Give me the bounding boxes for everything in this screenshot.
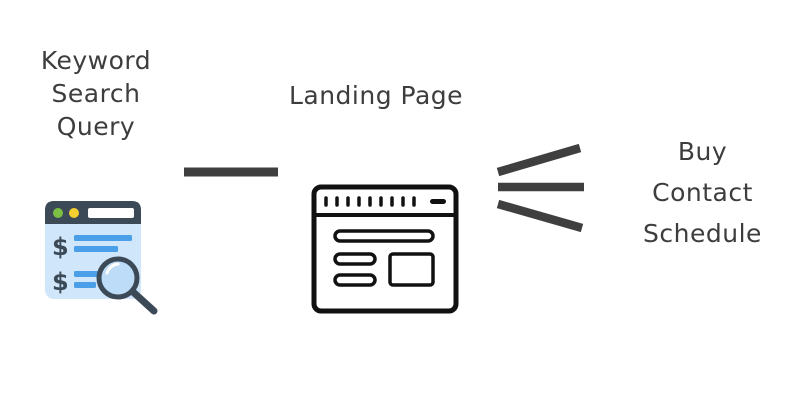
keyword-label-line-1: Keyword	[40, 46, 152, 75]
svg-text:$: $	[52, 233, 69, 261]
outcome-contact: Contact	[652, 178, 753, 207]
outcome-buy: Buy	[677, 137, 728, 166]
outcome-schedule: Schedule	[643, 219, 762, 248]
keyword-label-line-2: Search	[51, 79, 141, 108]
search-results-magnifier-icon: $ $	[45, 201, 158, 315]
landing-page-label: Landing Page	[288, 81, 464, 110]
keyword-search-query-label: Keyword Search Query	[18, 44, 174, 143]
connector-line	[184, 167, 278, 177]
outcomes-label: Buy Contact Schedule	[630, 131, 775, 254]
svg-text:$: $	[52, 268, 69, 296]
fan-out-connector	[496, 143, 584, 233]
landing-page-wireframe-icon	[311, 184, 459, 314]
keyword-label-line-3: Query	[56, 112, 136, 141]
